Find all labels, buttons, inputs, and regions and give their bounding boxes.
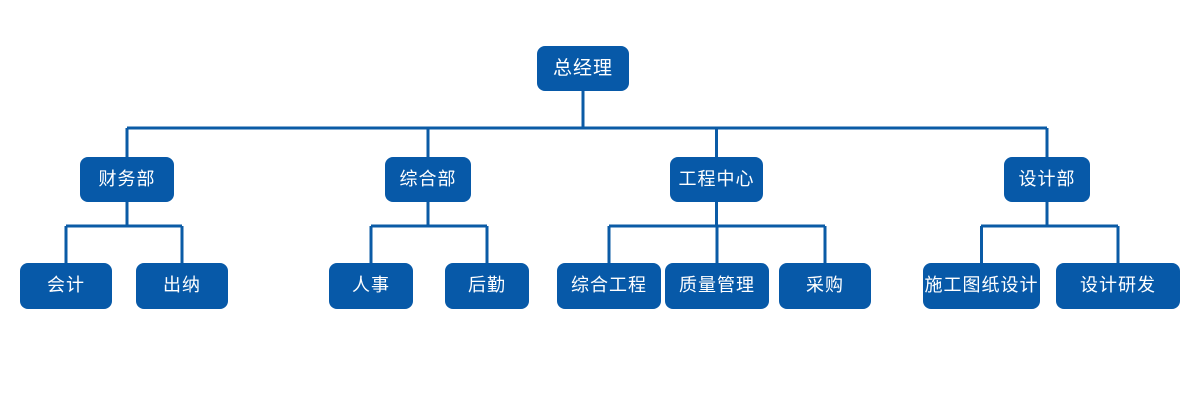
org-node-label: 设计研发 [1080, 275, 1156, 296]
org-node-ceo[interactable]: 总经理 [537, 46, 629, 91]
org-node-cashier[interactable]: 出纳 [136, 263, 228, 309]
org-node-label: 施工图纸设计 [924, 275, 1039, 296]
org-node-quality[interactable]: 质量管理 [665, 263, 769, 309]
org-node-label: 会计 [47, 275, 85, 296]
org-node-label: 出纳 [163, 275, 201, 296]
org-node-general[interactable]: 综合部 [385, 157, 471, 202]
org-node-logistics[interactable]: 后勤 [445, 263, 529, 309]
org-node-procurement[interactable]: 采购 [779, 263, 871, 309]
org-node-label: 后勤 [468, 275, 506, 296]
org-node-accounting[interactable]: 会计 [20, 263, 112, 309]
org-node-hr[interactable]: 人事 [329, 263, 413, 309]
org-node-engineering[interactable]: 工程中心 [670, 157, 763, 202]
org-node-label: 总经理 [552, 57, 613, 79]
org-node-label: 综合部 [399, 168, 457, 190]
org-node-label: 质量管理 [679, 275, 755, 296]
org-node-label: 工程中心 [678, 168, 755, 190]
org-node-drawing-design[interactable]: 施工图纸设计 [923, 263, 1040, 309]
org-node-label: 采购 [806, 275, 844, 296]
org-node-label: 人事 [352, 275, 390, 296]
org-node-label: 设计部 [1018, 168, 1076, 190]
org-node-gen-engineering[interactable]: 综合工程 [557, 263, 661, 309]
connector-lines [64, 91, 1120, 263]
org-node-finance[interactable]: 财务部 [80, 157, 174, 202]
org-node-label: 综合工程 [571, 275, 647, 296]
org-node-design[interactable]: 设计部 [1004, 157, 1090, 202]
org-node-design-rd[interactable]: 设计研发 [1056, 263, 1180, 309]
org-node-label: 财务部 [98, 168, 156, 190]
